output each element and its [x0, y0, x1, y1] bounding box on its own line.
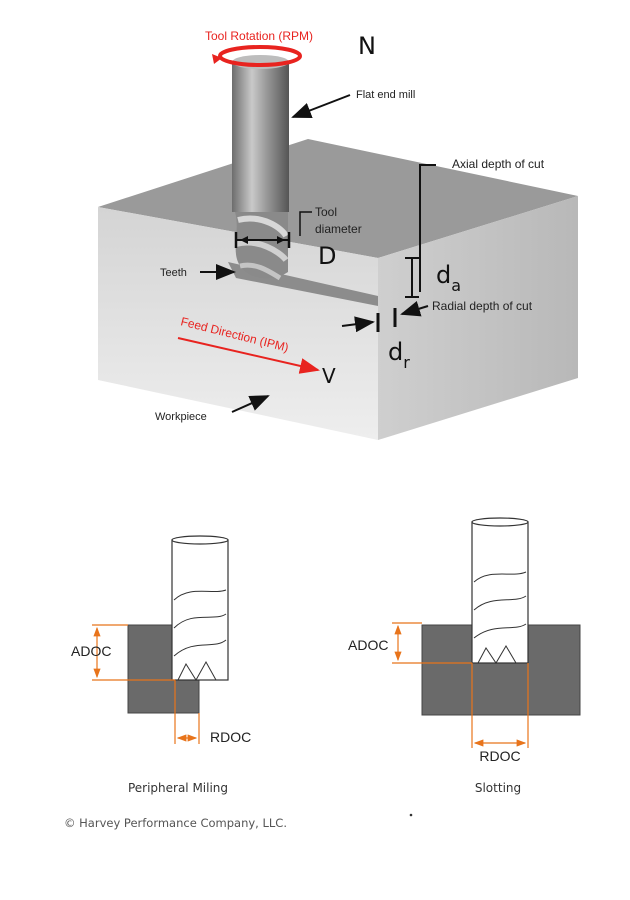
rotation-ring [218, 45, 302, 67]
peripheral-adoc-label: ADOC [71, 643, 111, 659]
workpiece-block [98, 139, 578, 440]
peripheral-caption: Peripheral Miling [128, 781, 228, 795]
axial-symbol: da [436, 261, 461, 295]
feed-symbol: V [322, 364, 336, 388]
radial-symbol: dr [388, 338, 410, 372]
copyright-text: © Harvey Performance Company, LLC. [64, 816, 287, 830]
flat-end-mill-leader [291, 94, 351, 118]
slotting-end-mill [471, 517, 529, 664]
tool-diameter-label-line1: Tool [315, 205, 337, 219]
flat-end-mill-label: Flat end mill [356, 89, 415, 101]
diameter-symbol: D [318, 242, 336, 270]
slotting-caption: Slotting [475, 781, 521, 795]
peripheral-rdoc-label: RDOC [210, 729, 251, 745]
slotting-rdoc-label: RDOC [479, 748, 520, 764]
tool-rotation-label: Tool Rotation (RPM) [205, 29, 313, 43]
radial-doc-leader [400, 301, 429, 317]
flat-end-mill [232, 55, 289, 281]
workpiece-leader [231, 395, 270, 413]
feed-direction-arrow [177, 337, 320, 374]
axial-doc-bracket [419, 164, 436, 292]
teeth-label: Teeth [160, 267, 187, 279]
rotation-symbol: N [358, 32, 376, 60]
slotting-adoc-label: ADOC [348, 637, 388, 653]
rotation-arrow-icon [212, 54, 222, 64]
radial-doc-label: Radial depth of cut [432, 299, 533, 313]
peripheral-end-mill [171, 535, 229, 681]
tool-diameter-label-line2: diameter [315, 222, 362, 236]
slotting-figure: ADOC RDOC Slotting [348, 517, 581, 795]
workpiece-label: Workpiece [155, 411, 207, 423]
axial-doc-label: Axial depth of cut [452, 157, 545, 171]
peripheral-milling-figure: ADOC RDOC Peripheral Miling [71, 535, 251, 795]
